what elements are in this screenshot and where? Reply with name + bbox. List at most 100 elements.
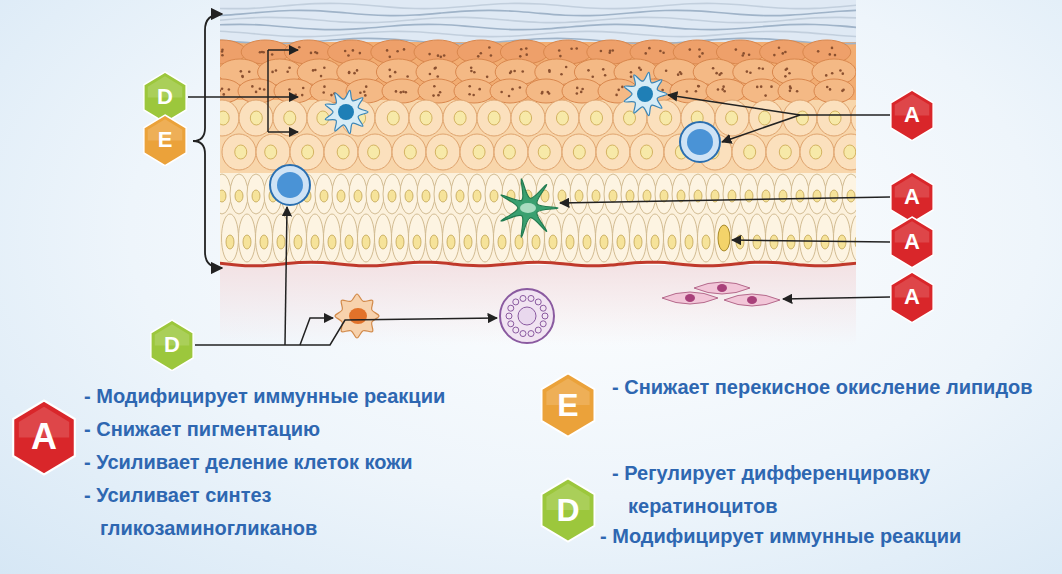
granular-cell [562, 79, 602, 103]
granular-cell [814, 79, 854, 103]
leader-arrow [268, 131, 298, 133]
leader-line [195, 344, 300, 346]
granular-cell [490, 79, 530, 103]
spinous-cell [630, 134, 664, 170]
leader-arrow [668, 95, 890, 115]
effect-text: - Усиливает синтез гликозаминогликанов [84, 479, 390, 545]
cell-nucleus [747, 296, 757, 304]
vitamin-badge: D [148, 319, 196, 372]
granular-cell [418, 79, 458, 103]
langerhans-cell [325, 90, 368, 133]
granular-cell [670, 79, 710, 103]
granule [535, 299, 541, 305]
spinous-cell [562, 134, 596, 170]
spinous-cell [545, 100, 579, 136]
spinous-cell [528, 134, 562, 170]
spinous-cell [256, 134, 290, 170]
spindle-cell [694, 282, 750, 294]
badge-letter: D [148, 319, 196, 372]
spinous-layer [220, 95, 856, 173]
granule [506, 313, 512, 319]
spinous-cell [579, 100, 613, 136]
granular-cell [238, 79, 278, 103]
granular-cell [778, 79, 818, 103]
corneum-line [220, 3, 856, 8]
spinous-cell [273, 100, 307, 136]
granule [520, 295, 526, 301]
basement-membrane [220, 262, 856, 266]
leader-arrow [722, 115, 800, 142]
spinous-cell [324, 134, 358, 170]
cell-nucleus [338, 104, 354, 120]
spinous-cell [596, 134, 630, 170]
cell-nucleus [349, 308, 367, 324]
leader-arrow [268, 96, 298, 98]
layer-brace [193, 14, 222, 268]
leader-line [188, 96, 268, 98]
spinous-cell [222, 134, 256, 170]
badge-letter: A [888, 171, 936, 224]
spinous-cell [494, 134, 528, 170]
vitamin-badge: E [141, 114, 189, 167]
granule [542, 313, 548, 319]
spinous-cell [851, 100, 856, 136]
spinous-cell [834, 134, 856, 170]
spinous-cell [392, 134, 426, 170]
cell-nucleus [717, 284, 727, 292]
mast-cell [500, 289, 554, 343]
cell-nucleus [687, 129, 713, 155]
badge-letter: D [538, 477, 598, 543]
vitamin-badge: A [888, 271, 936, 324]
basal-layer [220, 168, 856, 264]
spinous-cell [460, 134, 494, 170]
leader-arrow [783, 297, 890, 299]
vitamin-badge: A [888, 216, 936, 269]
cell-nucleus [277, 172, 303, 198]
spinous-cell [766, 134, 800, 170]
lymphocyte [680, 122, 720, 162]
spinous-cell [477, 100, 511, 136]
lymphocyte [270, 165, 310, 205]
cell-nucleus [518, 307, 536, 325]
corneum-line [220, 24, 856, 29]
dermis [220, 265, 856, 345]
granule [513, 299, 519, 305]
spinous-cell [375, 100, 409, 136]
granule [540, 321, 546, 327]
corneum-line [220, 10, 856, 16]
effect-text: - Снижает пигментацию [84, 413, 570, 446]
melanocyte [501, 179, 558, 238]
spinous-cell [817, 100, 851, 136]
spinous-cell [511, 100, 545, 136]
leader-arrow [285, 207, 287, 345]
vitamin-badge: D [538, 477, 598, 543]
granule [520, 331, 526, 337]
vitamin-badge: A [888, 89, 936, 142]
effect-text: - Регулирует дифференцировку кератиноцит… [612, 457, 1038, 523]
spinous-cell [409, 100, 443, 136]
fibroblast [335, 294, 379, 338]
leader-arrow [268, 49, 298, 51]
langerhans-cell [624, 72, 667, 115]
leader-line [267, 50, 269, 132]
leader-arrow [300, 318, 333, 345]
badge-letter: A [9, 399, 79, 476]
granular-cell [526, 79, 566, 103]
badge-letter: E [538, 372, 598, 438]
granular-cell [274, 79, 314, 103]
vitamin-badge: E [538, 372, 598, 438]
badge-letter: A [888, 216, 936, 269]
badge-letter: A [888, 89, 936, 142]
spinous-cell [800, 134, 834, 170]
granular-cell [742, 79, 782, 103]
granular-cell [706, 79, 746, 103]
leader-arrow [300, 318, 497, 345]
spinous-cell [783, 100, 817, 136]
granular-cell [382, 79, 422, 103]
spindle-cell [662, 292, 718, 304]
corneum-line [220, 17, 856, 22]
granule [528, 295, 534, 301]
merkel-cell [718, 225, 730, 251]
granule [535, 327, 541, 333]
effect-text: - Модифицирует иммунные реакции [600, 520, 1056, 553]
